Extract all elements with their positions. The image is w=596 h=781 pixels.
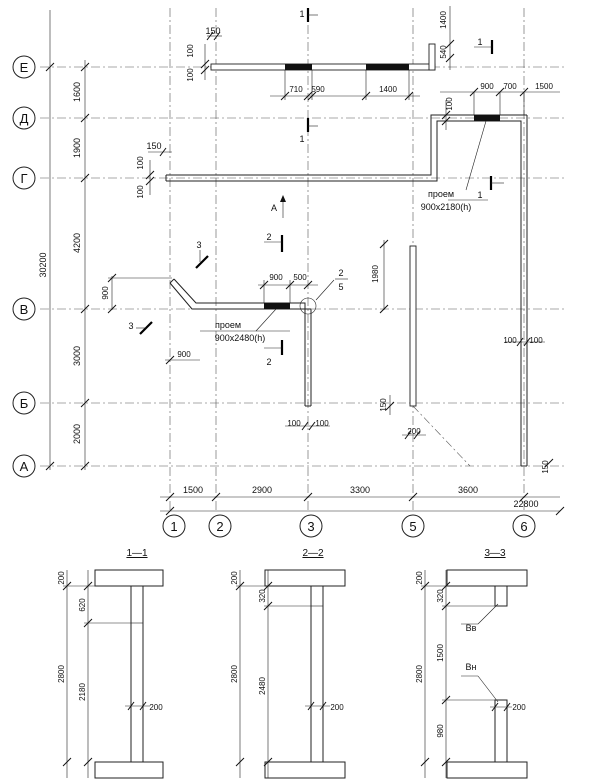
dim-top-710: 710: [289, 85, 303, 94]
sec1-dim-2800: 2800: [57, 665, 66, 683]
dim-6-100-b: 100: [529, 336, 543, 345]
dim-span-1-2: 1500: [183, 485, 203, 495]
dim-span-b-a: 2000: [72, 424, 82, 444]
left-dimensions: 30200 1600 1900 4200 3000 2000: [38, 10, 90, 471]
dim-g-100-b: 100: [136, 185, 145, 199]
dim-d-900: 900: [480, 82, 494, 91]
dim-g-100-a: 100: [136, 156, 145, 170]
axis-row-g: Г: [20, 171, 27, 186]
node-ref-bottom: 5: [338, 282, 343, 292]
wall-axis-d-g: 900 700 1500 100 150 100 100 проем 900x2…: [136, 82, 560, 474]
section-2-2: 2—2 200 320 2800 2480 200: [230, 548, 346, 779]
row-axes: Е Д Г В Б А: [12, 55, 36, 478]
opening-1-size: 900x2180(h): [421, 202, 472, 212]
axis-col-5: 5: [409, 519, 416, 534]
sec3-dim-200-wall: 200: [512, 703, 526, 712]
sec3-label-vn: Вн: [466, 662, 477, 672]
cut-1-lower-label: 1: [477, 190, 482, 200]
axis-row-a: А: [20, 459, 29, 474]
dim-5-150: 150: [379, 398, 388, 412]
sec1-dim-620: 620: [78, 598, 87, 612]
sec3-dim-980: 980: [436, 724, 445, 738]
bottom-dimensions: 1500 2900 3300 3600 22800: [160, 485, 565, 516]
sec3-dim-1500: 1500: [436, 644, 445, 662]
sec3-dim-320: 320: [436, 589, 445, 603]
dim-v-500: 500: [293, 273, 307, 282]
dim-top-100-b: 100: [186, 68, 195, 82]
cut-1-mid-label: 1: [299, 134, 304, 144]
section-3-3: 3—3 200 320 1500 2800 980 200 Вв Вн: [415, 548, 528, 779]
dim-d-100: 100: [445, 97, 454, 111]
view-arrow-label: А: [271, 203, 277, 213]
sec3-dim-200-top: 200: [415, 571, 424, 585]
dim-top-1400: 1400: [379, 85, 397, 94]
cut-1-top-label: 1: [299, 9, 304, 19]
dim-top-590: 590: [311, 85, 325, 94]
sec3-label-vv: Вв: [466, 623, 477, 633]
dim-v-900-vert: 900: [101, 286, 110, 300]
opening-2-size: 900x2480(h): [215, 333, 266, 343]
sec1-dim-2180: 2180: [78, 683, 87, 701]
sec1-dim-200-top: 200: [57, 571, 66, 585]
axis-row-e: Е: [20, 60, 29, 75]
axis-col-6: 6: [520, 519, 527, 534]
wall-axis-5: 1980 150 200: [371, 239, 471, 467]
dim-span-2-3: 2900: [252, 485, 272, 495]
dim-top-right-1400: 1400: [439, 11, 448, 29]
dim-5-1980: 1980: [371, 265, 380, 283]
wall-axis-e: 150 100 100 710 590 1400 1400 540: [186, 6, 455, 101]
sec1-dim-200-wall: 200: [149, 703, 163, 712]
dim-span-d-g: 1900: [72, 138, 82, 158]
cut-3-top-label: 3: [196, 240, 201, 250]
opening-2-label: проем: [215, 320, 241, 330]
grid-lines: [40, 8, 565, 512]
axis-row-b: Б: [20, 396, 29, 411]
sec2-dim-200-wall: 200: [330, 703, 344, 712]
dim-d-700: 700: [503, 82, 517, 91]
dim-6-100-a: 100: [503, 336, 517, 345]
cut-2-top-label: 2: [266, 232, 271, 242]
axis-col-1: 1: [170, 519, 177, 534]
cut-2-bottom-label: 2: [266, 357, 271, 367]
column-axes: 1 2 3 5 6: [162, 514, 536, 538]
dim-span-3-5: 3300: [350, 485, 370, 495]
dim-span-v-b: 3000: [72, 346, 82, 366]
dim-3-100-a: 100: [287, 419, 301, 428]
dim-top-150: 150: [205, 26, 220, 36]
dim-total-height: 30200: [38, 252, 48, 277]
dim-d-1500: 1500: [535, 82, 553, 91]
section-2-title: 2—2: [302, 548, 324, 559]
dim-top-right-540: 540: [439, 45, 448, 59]
axis-col-2: 2: [216, 519, 223, 534]
dim-span-5-6: 3600: [458, 485, 478, 495]
wall-axis-v: 2 5 900 900 500 проем 900x2480(h) 900 10…: [101, 268, 348, 431]
dim-g-150: 150: [146, 141, 161, 151]
sec2-dim-2480: 2480: [258, 677, 267, 695]
sec3-dim-2800: 2800: [415, 665, 424, 683]
dim-v-900-bottom: 900: [177, 350, 191, 359]
axis-row-v: В: [20, 302, 29, 317]
dim-span-g-v: 4200: [72, 233, 82, 253]
dim-5-200: 200: [407, 427, 421, 436]
section-3-title: 3—3: [484, 548, 506, 559]
sec2-dim-320: 320: [258, 589, 267, 603]
dim-top-100-a: 100: [186, 44, 195, 58]
section-1-title: 1—1: [126, 548, 148, 559]
opening-1-label: проем: [428, 189, 454, 199]
cut-3-bottom-label: 3: [128, 321, 133, 331]
dim-span-e-d: 1600: [72, 82, 82, 102]
dim-total-width: 22800: [513, 499, 538, 509]
sec2-dim-2800: 2800: [230, 665, 239, 683]
axis-row-d: Д: [20, 111, 29, 126]
section-cut-markers: 1 1 1 1 2 2 3 3 А: [128, 8, 504, 367]
sec2-dim-200-top: 200: [230, 571, 239, 585]
axis-col-3: 3: [307, 519, 314, 534]
section-1-1: 1—1 200 620 2800 2180 200: [57, 548, 164, 779]
dim-v-900: 900: [269, 273, 283, 282]
dim-3-100-b: 100: [315, 419, 329, 428]
node-ref-top: 2: [338, 268, 343, 278]
cut-1-right-label: 1: [477, 37, 482, 47]
